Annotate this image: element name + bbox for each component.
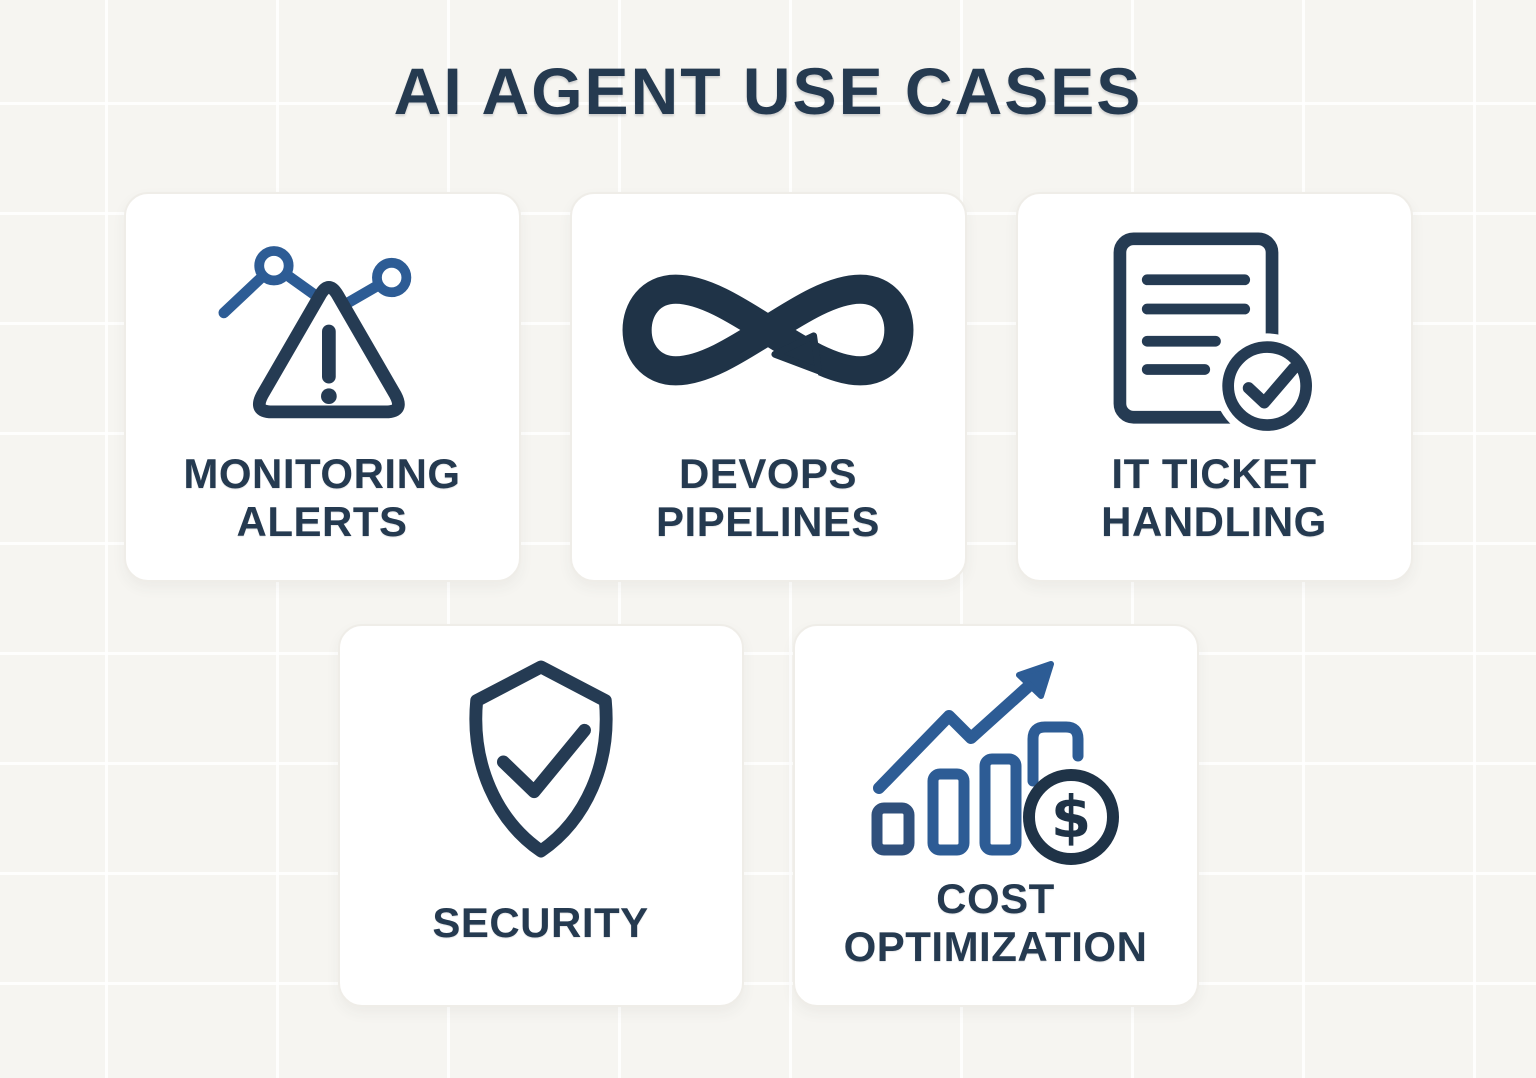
card-devops-pipelines: DEVOPS PIPELINES	[569, 191, 967, 582]
infinity-devops-icon	[572, 194, 965, 450]
card-label: SECURITY	[340, 875, 742, 1005]
card-label-line: COST	[936, 874, 1055, 922]
ticket-check-icon	[1018, 194, 1411, 450]
card-label-line: HANDLING	[1101, 497, 1327, 545]
card-label: COST OPTIMIZATION	[795, 875, 1197, 1005]
card-label-line: DEVOPS	[678, 449, 858, 497]
card-label-line: SECURITY	[432, 898, 649, 946]
card-label: DEVOPS PIPELINES	[572, 450, 965, 580]
monitoring-alert-icon	[126, 194, 519, 450]
svg-text:$: $	[1050, 783, 1090, 851]
card-security: SECURITY	[337, 623, 744, 1007]
card-label-line: IT TICKET	[1111, 449, 1317, 497]
card-label-line: OPTIMIZATION	[843, 922, 1148, 970]
card-label: IT TICKET HANDLING	[1018, 450, 1411, 580]
card-it-ticket-handling: IT TICKET HANDLING	[1015, 191, 1413, 582]
use-case-row-top: MONITORING ALERTS DEVOPS PIPELINES	[0, 191, 1536, 582]
card-label-line: PIPELINES	[656, 497, 880, 545]
card-label-line: MONITORING	[183, 449, 461, 497]
card-cost-optimization: $ COST OPTIMIZATION	[792, 623, 1199, 1007]
card-label: MONITORING ALERTS	[126, 450, 519, 580]
page-title: AI AGENT USE CASES	[393, 54, 1143, 128]
card-monitoring-alerts: MONITORING ALERTS	[123, 191, 521, 582]
use-case-row-bottom: SECURITY $ COST OPTIMIZATION	[0, 623, 1536, 1007]
card-label-line: ALERTS	[236, 497, 408, 545]
cost-growth-icon: $	[795, 626, 1197, 875]
shield-check-icon	[340, 626, 742, 875]
